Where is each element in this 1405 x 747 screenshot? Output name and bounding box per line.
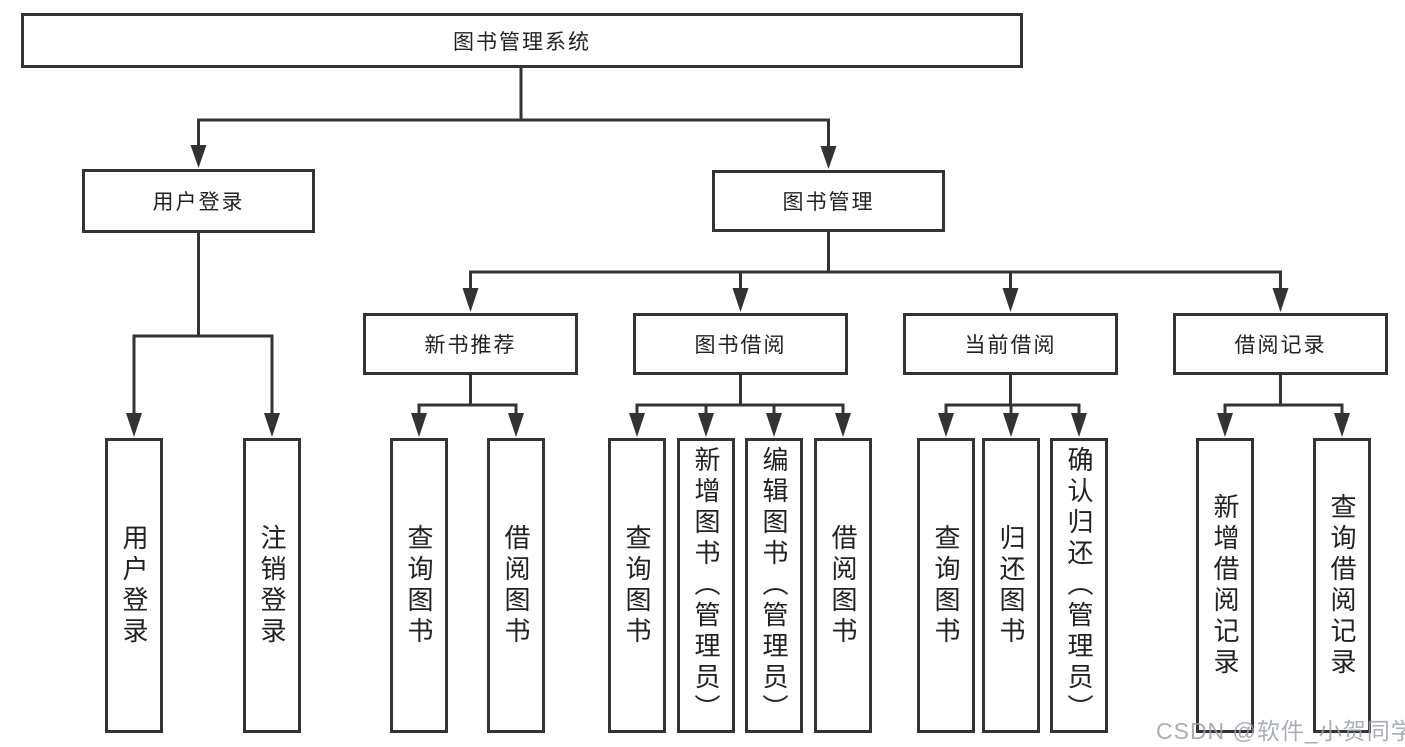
leaf-logout: 注销登录	[243, 438, 301, 733]
leaf-query-borrow-record: 查询借阅记录	[1313, 438, 1371, 733]
leaf-query-books-recommend: 查询图书	[390, 438, 448, 733]
leaf-add-books-admin: 新增图书（管理员）	[677, 438, 735, 733]
leaf-query-books-current: 查询图书	[917, 438, 975, 733]
connector-current-to-leaves	[938, 375, 1087, 437]
leaf-borrow-books-recommend: 借阅图书	[487, 438, 545, 733]
node-borrow-records: 借阅记录	[1173, 313, 1388, 375]
leaf-return-books: 归还图书	[982, 438, 1040, 733]
leaf-edit-books-admin: 编辑图书（管理员）	[745, 438, 803, 733]
leaf-user-login: 用户登录	[105, 438, 163, 733]
node-book-borrow: 图书借阅	[633, 313, 848, 375]
leaf-query-books-borrow: 查询图书	[608, 438, 666, 733]
node-new-book-recommend: 新书推荐	[363, 313, 578, 375]
connector-root-to-level2	[190, 68, 837, 169]
leaf-confirm-return-admin: 确认归还（管理员）	[1050, 438, 1108, 733]
connector-bookmgmt-to-level3	[462, 232, 1289, 312]
leaf-add-borrow-record: 新增借阅记录	[1196, 438, 1254, 733]
node-book-management: 图书管理	[712, 170, 945, 232]
connector-userlogin-to-leaves	[126, 233, 280, 437]
node-root-library-system: 图书管理系统	[21, 13, 1023, 68]
csdn-watermark: CSDN @软件_小贺同学	[1156, 718, 1405, 744]
node-current-borrow: 当前借阅	[903, 313, 1118, 375]
connector-records-to-leaves	[1217, 375, 1350, 437]
connector-borrow-to-leaves	[629, 375, 851, 437]
leaf-borrow-books: 借阅图书	[814, 438, 872, 733]
connector-newbooks-to-leaves	[411, 375, 524, 437]
node-user-login: 用户登录	[82, 169, 315, 233]
